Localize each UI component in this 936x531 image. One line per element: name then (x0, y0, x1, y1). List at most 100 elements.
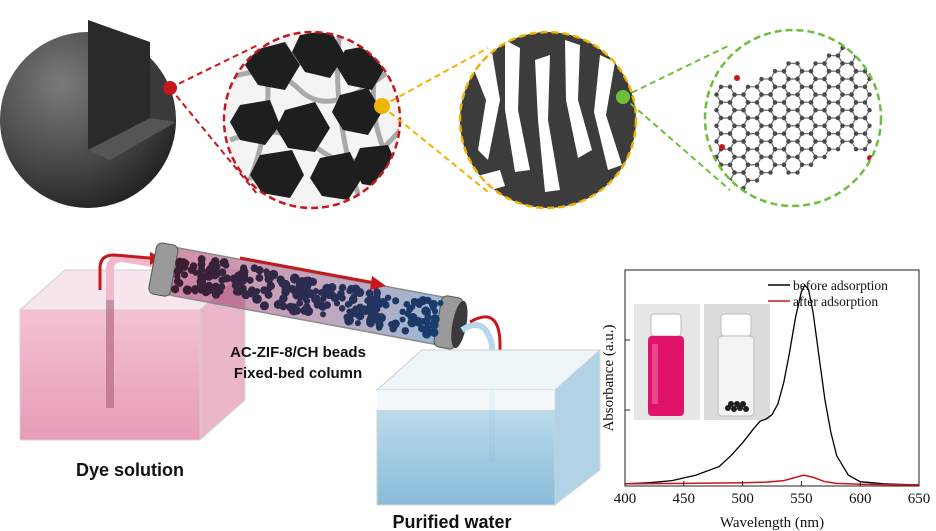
carbon-atom (714, 139, 719, 144)
carbon-atom (745, 115, 751, 121)
column-bead (373, 290, 381, 298)
carbon-atom (862, 147, 868, 152)
carbon-atom (727, 84, 733, 90)
carbon-atom (795, 154, 800, 160)
carbon-atom (849, 61, 854, 66)
column-bead (401, 327, 410, 335)
carbon-atom (808, 100, 814, 105)
carbon-atom (727, 115, 733, 121)
carbon-atom (808, 69, 814, 74)
column-bead (437, 300, 444, 307)
carbon-atom (768, 139, 773, 144)
carbon-atom (853, 37, 859, 43)
carbon-atom (840, 123, 845, 128)
carbon-atom (745, 162, 751, 167)
carbon-atom (768, 92, 773, 97)
column-bead (373, 305, 381, 313)
carbon-atom (718, 178, 724, 183)
carbon-atom (781, 131, 787, 136)
carbon-atom (853, 100, 859, 105)
carbon-atom (718, 84, 724, 90)
carbon-atom (835, 131, 841, 136)
column-bead (264, 290, 273, 299)
x-tick-label: 650 (908, 491, 931, 507)
carbon-atom (826, 84, 832, 90)
carbon-atom (786, 170, 791, 175)
column-bead (323, 301, 331, 309)
carbon-atom (759, 154, 764, 160)
carbon-atom (808, 147, 814, 152)
carbon-atom (754, 162, 760, 167)
carbon-atom (786, 154, 791, 160)
carbon-atom (867, 108, 872, 113)
column-bead (313, 300, 322, 309)
carbon-atom (867, 139, 872, 144)
column-bead (344, 301, 352, 308)
carbon-atom (741, 123, 746, 128)
flow-arrow-top (239, 256, 386, 290)
carbon-atom (786, 92, 791, 97)
carbon-atom (714, 108, 719, 113)
column-label-line1: AC-ZIF-8/CH beads (230, 344, 366, 361)
carbon-atom (714, 185, 719, 191)
carbon-atom (786, 123, 791, 128)
carbon-atom (835, 100, 841, 105)
carbon-atom (822, 92, 827, 97)
carbon-atom (867, 61, 872, 66)
carbon-atom (853, 131, 859, 136)
carbon-atom (795, 76, 800, 82)
column-bead (222, 262, 230, 269)
carbon-atom (781, 69, 787, 74)
carbon-atom (781, 162, 787, 167)
carbon-atom (772, 147, 778, 152)
column-bead (373, 300, 381, 308)
carbon-atom (745, 131, 751, 136)
carbon-atom (840, 108, 845, 113)
column-bead (407, 313, 416, 322)
carbon-atom (795, 92, 800, 97)
column-bead (295, 291, 304, 301)
column-bead (413, 317, 424, 327)
carbon-atom (799, 147, 805, 152)
column-bead (354, 320, 361, 327)
carbon-atom (826, 100, 832, 105)
column-bead (414, 298, 423, 308)
column-bead (429, 328, 439, 337)
column-bead (403, 301, 411, 308)
carbon-atom (781, 84, 787, 90)
carbon-atom (808, 84, 814, 90)
column-bead (210, 267, 220, 276)
carbon-atom (795, 170, 800, 175)
column-bead (376, 313, 386, 323)
carbon-atom (772, 69, 778, 74)
column-bead (259, 301, 269, 311)
carbon-atom (808, 162, 814, 167)
series-line-after-adsorption (625, 474, 919, 486)
carbon-atom (759, 92, 764, 97)
carbon-atom (727, 100, 733, 105)
carbon-atom (786, 61, 791, 66)
carbon-atom (853, 115, 859, 121)
carbon-atom (772, 162, 778, 167)
carbon-atom (840, 139, 845, 144)
zoom-lines-green (622, 44, 731, 191)
carbon-atom (718, 193, 724, 199)
carbon-atom (867, 92, 872, 97)
oxygen-atom (734, 75, 740, 81)
column-bead (278, 279, 287, 288)
carbon-atom (718, 131, 724, 136)
column-beads (170, 255, 444, 339)
column-bead (205, 285, 215, 294)
carbon-atom (741, 139, 746, 144)
column-bead (264, 286, 272, 294)
carbon-atom (741, 108, 746, 113)
carbon-atom (768, 170, 773, 175)
carbon-atom (862, 100, 868, 105)
column-bead (424, 313, 432, 320)
carbon-atom (772, 131, 778, 136)
column-bead (182, 259, 190, 267)
column-bead (430, 314, 440, 324)
column-bead (240, 267, 249, 276)
carbon-atom (732, 123, 737, 128)
carbon-atom (718, 115, 724, 121)
